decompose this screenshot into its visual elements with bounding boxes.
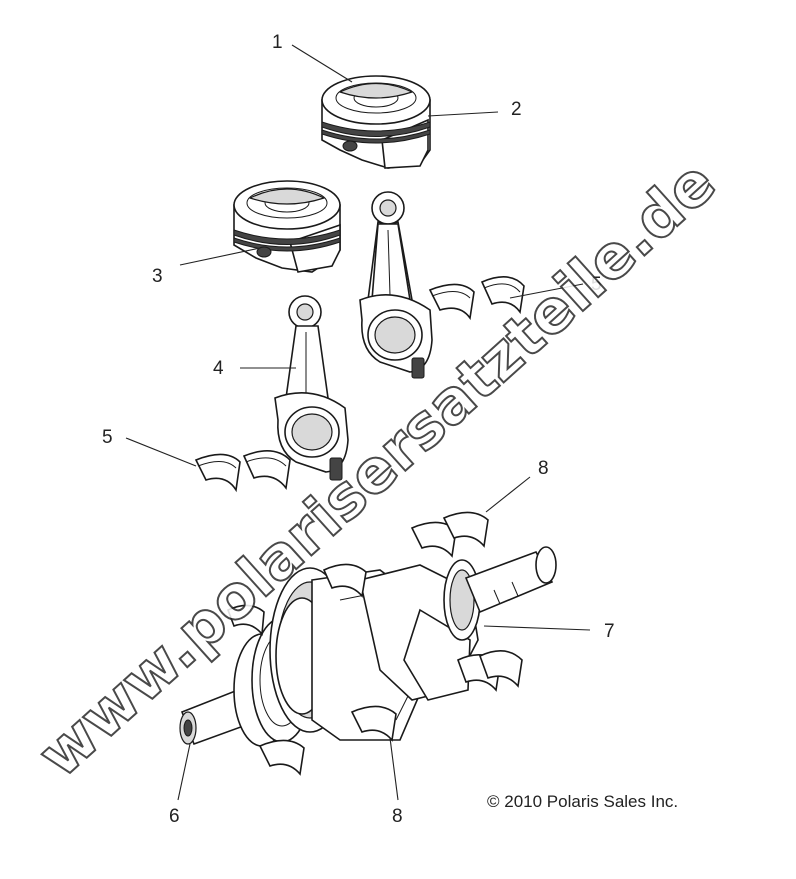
crankshaft <box>179 546 557 747</box>
callout-7: 7 <box>604 621 615 642</box>
rod-bearings-upper <box>428 276 525 321</box>
piston-upper <box>321 75 431 169</box>
callout-4: 4 <box>213 358 224 379</box>
callout-8-upper: 8 <box>538 458 549 479</box>
callout-6: 6 <box>169 806 180 827</box>
callout-5-lower: 5 <box>102 427 113 448</box>
callout-2: 2 <box>511 99 522 120</box>
piston-lower <box>233 180 341 273</box>
connecting-rod-lower <box>274 295 349 481</box>
main-bearings-upper <box>410 511 489 558</box>
callout-3: 3 <box>152 266 163 287</box>
main-bearings-lower <box>226 563 523 776</box>
callout-5-upper: 5 <box>591 274 602 295</box>
copyright-notice: © 2010 Polaris Sales Inc. <box>487 792 678 811</box>
callout-1: 1 <box>272 32 283 53</box>
rod-bearings-lower <box>194 450 291 493</box>
callout-8-lower: 8 <box>392 806 403 827</box>
leader-lines <box>125 44 591 801</box>
connecting-rod-upper <box>359 191 433 379</box>
